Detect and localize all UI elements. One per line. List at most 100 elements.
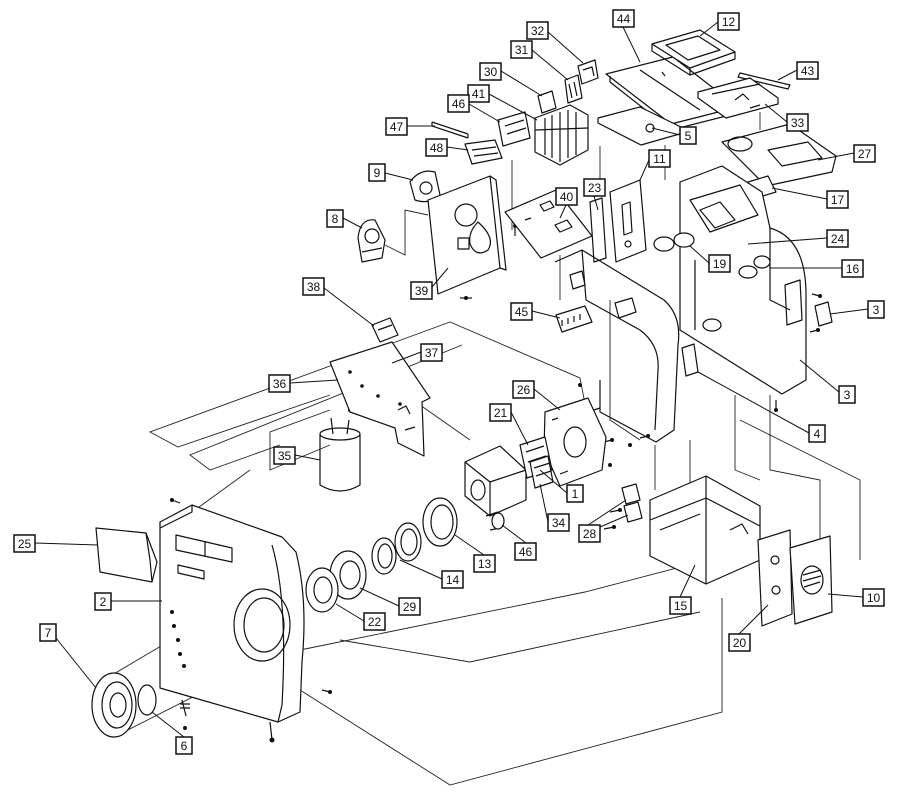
leader-line: [593, 195, 599, 211]
callout: 12: [717, 12, 740, 31]
frame-window: [665, 35, 721, 61]
flex-outline: [497, 111, 531, 147]
part-lens-block: [464, 445, 527, 517]
lens-ring-middle: [101, 681, 133, 729]
leader-line: [335, 603, 365, 622]
leader-line: [468, 103, 501, 123]
leader-line: [827, 593, 864, 598]
callout-number: 32: [531, 24, 545, 38]
part-45-connector: [555, 305, 593, 333]
pcb-outline: [329, 341, 431, 457]
callout-number: 6: [181, 739, 188, 753]
callout-number: 48: [430, 141, 444, 155]
leader-line: [829, 308, 869, 315]
guide-line: [269, 409, 331, 471]
callout-number: 2: [100, 595, 107, 609]
flap-outline: [95, 527, 158, 583]
leader-line: [539, 469, 568, 494]
screw: [809, 328, 820, 333]
part-hole: [419, 181, 433, 195]
callout-number: 36: [273, 377, 287, 391]
plate-inner: [339, 560, 361, 590]
callout-number: 38: [307, 280, 321, 294]
callout: 28: [578, 524, 601, 543]
parts: [91, 29, 837, 738]
callout: 26: [512, 380, 535, 399]
cover-dot: [170, 610, 174, 614]
part-outline: [371, 317, 399, 343]
frame-inner: [581, 249, 659, 431]
part-7-lens-ring: [91, 672, 137, 738]
callout: 32: [526, 21, 549, 40]
part-outline: [577, 59, 599, 85]
part-detail: [377, 324, 393, 331]
part-40-pcb: [504, 189, 593, 259]
callout: 44: [612, 9, 635, 28]
callout: 24: [826, 229, 849, 248]
leader-line: [391, 351, 422, 364]
knob: [673, 232, 695, 248]
rod: [431, 121, 469, 139]
ring-outer: [422, 497, 458, 547]
viewfinder-window: [175, 534, 233, 563]
leader-line: [533, 388, 561, 411]
callout-number: 46: [519, 545, 533, 559]
part-34: [529, 455, 554, 489]
part-4: [681, 343, 699, 377]
part-35-capacitor: [319, 417, 361, 492]
leader-line: [384, 172, 414, 181]
latch-outline: [814, 301, 833, 327]
cover-badge: [800, 565, 824, 595]
callout-number: 28: [583, 527, 597, 541]
pcb-hole: [398, 402, 402, 406]
ring-inner: [377, 543, 393, 569]
part-46-flex: [497, 111, 531, 147]
callout-number: 45: [515, 305, 529, 319]
guide-line: [419, 404, 471, 441]
callout-number: 13: [478, 557, 492, 571]
guide-line: [148, 321, 451, 448]
callout: 27: [853, 144, 876, 163]
callout-number: 17: [831, 193, 845, 207]
leader-line: [359, 587, 400, 607]
shutter-detail: [649, 476, 761, 584]
cover-badge-lines: [802, 569, 822, 588]
cover-dot: [178, 652, 182, 656]
part-48-connector: [464, 139, 503, 165]
part-detail: [525, 445, 547, 463]
leader-line: [622, 26, 641, 63]
callout-number: 12: [722, 15, 736, 29]
leader-line: [531, 310, 561, 319]
part-8: [357, 219, 386, 263]
callout-number: 40: [560, 190, 574, 204]
callout: 1: [566, 484, 584, 503]
callout: 48: [425, 138, 448, 157]
guide-line: [299, 598, 723, 786]
plate-detail: [551, 407, 601, 475]
callout-number: 46: [452, 97, 466, 111]
callout: 43: [796, 61, 819, 80]
part-36-pcb: [329, 341, 431, 457]
pcb-components: [524, 200, 573, 233]
callout-number: 33: [791, 116, 805, 130]
cover-dot: [176, 638, 180, 642]
part-30: [537, 90, 557, 114]
callout: 31: [510, 40, 533, 59]
callout-number: 10: [867, 591, 881, 605]
part-base: [361, 247, 383, 253]
part-47-rod: [431, 121, 469, 139]
part-outline: [357, 219, 386, 263]
pcb-hole: [360, 384, 364, 388]
callout: 6: [175, 736, 193, 755]
leader-line: [747, 237, 828, 245]
part-6-ring: [137, 684, 157, 716]
plate-slot: [621, 201, 633, 236]
leader-line: [531, 49, 569, 81]
capacitor-body: [319, 434, 361, 492]
callout: 8: [326, 209, 344, 228]
callout-number: 15: [674, 599, 688, 613]
connector: [614, 297, 637, 319]
callout-number: 35: [278, 449, 292, 463]
board-detail: [711, 83, 761, 109]
